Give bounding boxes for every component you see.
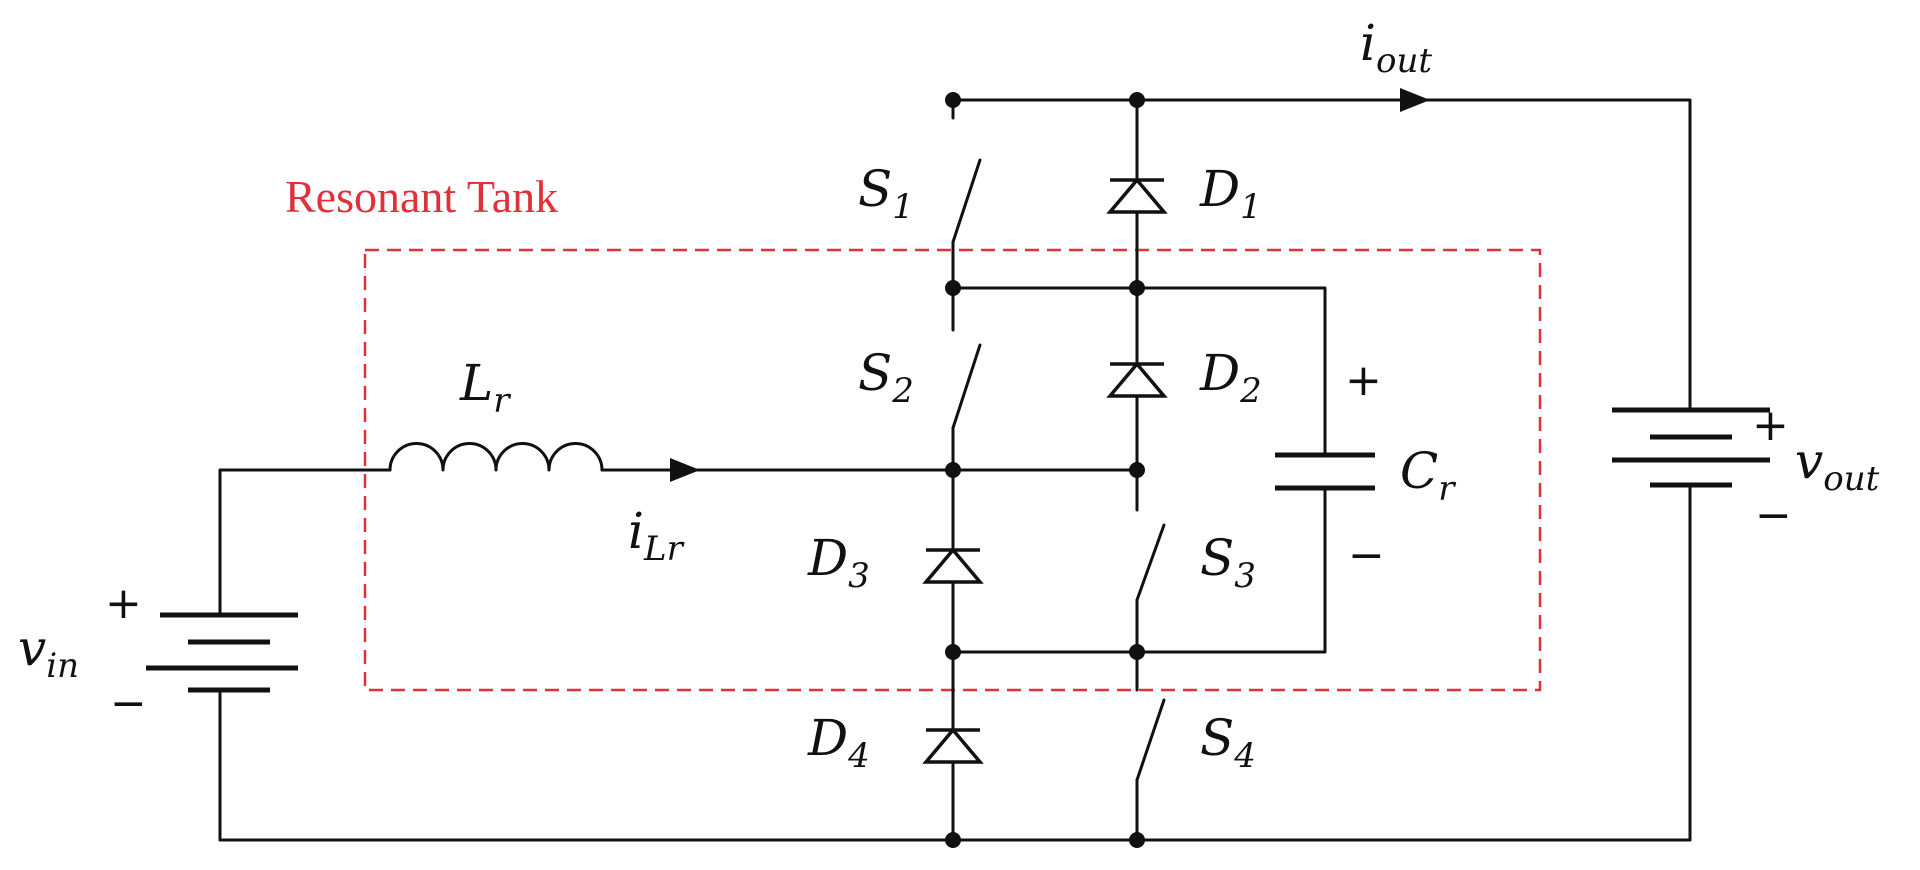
label-s3: S3 [1200, 529, 1256, 596]
label-d4: D4 [807, 709, 870, 776]
switch-s2 [951, 343, 982, 430]
inductor-lr [388, 442, 604, 472]
vout-minus-sign: − [1755, 490, 1792, 541]
diode-d2 [1106, 361, 1168, 398]
label-s2: S2 [858, 344, 914, 411]
label-d2: D2 [1199, 344, 1262, 411]
label-vin: vin [18, 619, 79, 686]
label-d1: D1 [1199, 160, 1262, 227]
label-cr: Cr [1400, 442, 1456, 509]
diode-d3 [922, 547, 984, 584]
switch-s1 [951, 158, 982, 244]
label-lr: Lr [459, 354, 511, 421]
junction-nodes [945, 92, 1145, 848]
iout-arrow [1400, 88, 1430, 112]
label-iout: iout [1360, 14, 1432, 81]
label-d3: D3 [807, 529, 870, 596]
switch-s4 [1135, 698, 1166, 782]
cr-minus-sign: − [1348, 530, 1385, 581]
label-s1: S1 [858, 160, 914, 227]
label-s4: S4 [1200, 709, 1256, 776]
switch-s3 [1135, 523, 1166, 602]
cr-plus-sign: + [1345, 355, 1382, 406]
vin-minus-sign: − [110, 678, 147, 729]
diode-d4 [922, 727, 984, 764]
vout-plus-sign: + [1752, 400, 1789, 451]
vin-plus-sign: + [105, 578, 142, 629]
battery-vin [146, 612, 298, 693]
capacitor-cr [1275, 452, 1375, 491]
label-vout: vout [1795, 432, 1880, 499]
resonant-tank-label: Resonant Tank [285, 171, 558, 222]
ilr-arrow [670, 458, 700, 482]
battery-vout [1612, 407, 1770, 488]
diode-d1 [1106, 177, 1168, 214]
label-ilr: iLr [628, 502, 685, 569]
